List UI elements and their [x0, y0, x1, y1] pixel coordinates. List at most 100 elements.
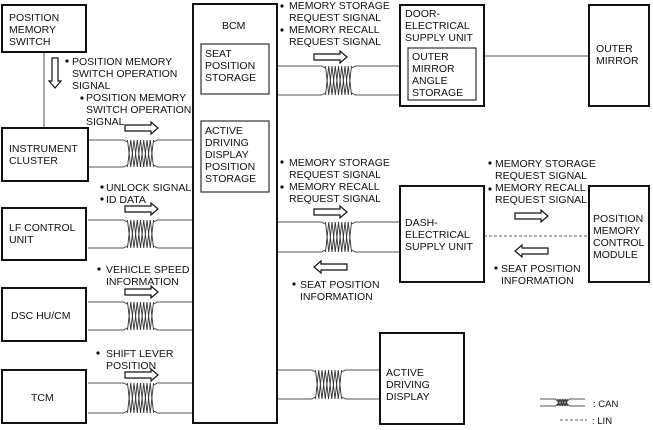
arrow-left-dash-bcm — [313, 259, 348, 275]
can-twist-a — [325, 221, 352, 253]
can-twist-b — [557, 398, 568, 407]
can-wire-low — [88, 164, 193, 168]
can-wire-low — [277, 249, 400, 253]
can-twist-b — [127, 139, 154, 168]
can-wire-high — [88, 219, 193, 223]
can-twist-b — [315, 369, 342, 400]
block-arrow-icon — [124, 367, 159, 383]
tcm: TCM — [1, 369, 87, 424]
can-wire-high — [88, 382, 193, 386]
legend-lin-label: : LIN — [592, 416, 612, 427]
can-wire-low — [88, 245, 193, 249]
tcm-label: TCM — [31, 392, 54, 404]
dsc-hu-cm-label: DSC HU/CM — [11, 310, 71, 322]
can-twist-a — [557, 398, 568, 407]
can-wire-low — [540, 403, 585, 407]
block-arrow-icon — [514, 208, 549, 224]
block-arrow-icon — [124, 120, 159, 136]
can-twist-b — [127, 219, 154, 249]
can-twist-a — [127, 382, 154, 414]
can-bcm-adp — [277, 369, 380, 400]
can-bcm-door — [277, 65, 400, 96]
legend-can-symbol — [540, 398, 585, 407]
can-twist-b — [127, 301, 154, 331]
arrow-right-bcm-door — [313, 49, 348, 65]
can-wire-low — [277, 92, 400, 96]
can-twist-b — [325, 221, 352, 253]
arrow-right-lf-bcm — [124, 201, 159, 217]
arrow-right-tcm-bcm — [124, 367, 159, 383]
can-wire-high — [277, 221, 400, 225]
can-twist-a — [127, 301, 154, 331]
block-arrow-icon — [313, 49, 348, 65]
block-arrow-icon — [124, 284, 159, 300]
arrow-right-dsc-bcm — [124, 284, 159, 300]
can-wire-low — [277, 396, 380, 400]
can-wire-high — [88, 139, 193, 143]
can-ic-bcm — [88, 139, 193, 168]
can-twist-a — [127, 219, 154, 249]
can-twist-a — [315, 369, 342, 400]
can-wire-high — [88, 301, 193, 305]
arrow-left-pmcm-dash — [514, 243, 549, 259]
can-twist-b — [127, 382, 154, 414]
arrow-right-dash-pmcm — [514, 208, 549, 224]
can-wire-high — [277, 369, 380, 373]
can-lf-bcm — [88, 219, 193, 249]
bcm-label: BCM — [222, 20, 245, 32]
arrow-down-pms — [47, 57, 63, 89]
can-wire-high — [540, 398, 585, 402]
block-arrow-icon — [47, 57, 63, 89]
arrow-right-bcm-dash — [313, 204, 348, 220]
can-wire-low — [88, 327, 193, 331]
block-arrow-icon — [124, 201, 159, 217]
can-twist-a — [325, 65, 352, 96]
can-wire-low — [88, 410, 193, 414]
block-arrow-icon — [313, 204, 348, 220]
legend-can-label: : CAN — [593, 399, 618, 410]
dsc-hu-cm: DSC HU/CM — [1, 287, 87, 342]
can-dsc-bcm — [88, 301, 193, 331]
can-twist-a — [127, 139, 154, 168]
can-bcm-dash — [277, 221, 400, 253]
